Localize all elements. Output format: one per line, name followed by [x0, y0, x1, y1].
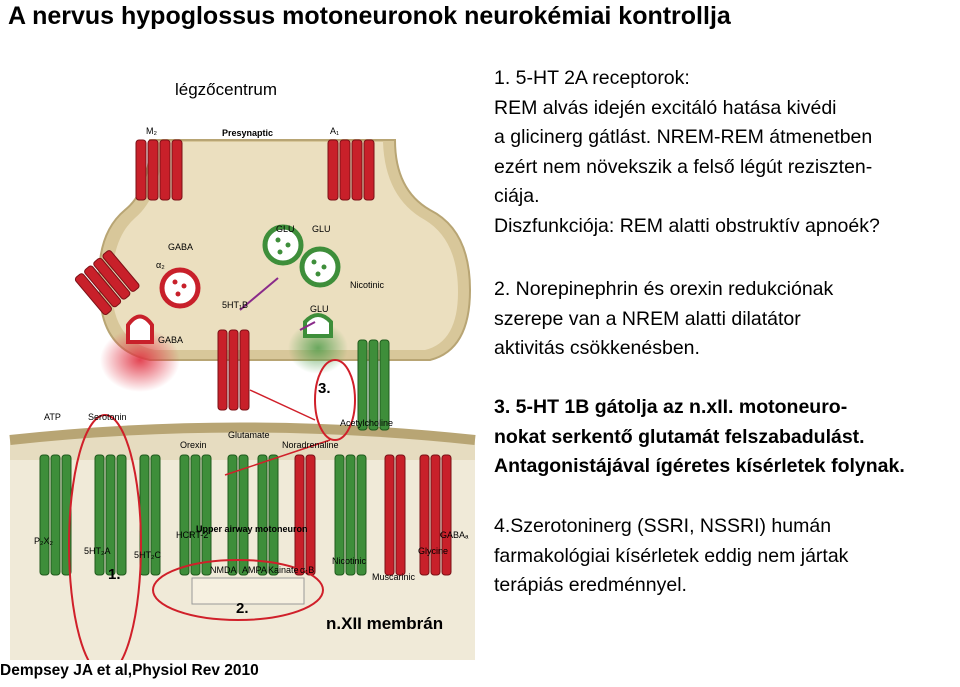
a1-receptor	[327, 139, 375, 201]
paragraph-3: 3. 5-HT 1B gátolja az n.xII. motoneuro- …	[494, 393, 905, 482]
marker-2: 2.	[236, 600, 249, 617]
p2-line-3: aktivitás csökkenésben.	[494, 337, 700, 359]
vesicle-label-glu-1: GLU	[276, 224, 295, 234]
transmitter-glutamate: Glutamate	[228, 430, 270, 440]
p4-line-1: 4.Szerotoninerg (SSRI, NSSRI) humán	[494, 515, 832, 537]
p3-line-1: 3. 5-HT 1B gátolja az n.xII. motoneuro-	[494, 396, 848, 418]
vesicle-label-glu-3: GLU	[310, 304, 329, 314]
p3-line-2: nokat serkentő glutamát felszabadulást.	[494, 425, 865, 448]
receptor-label-nicotinic-post: Nicotinic	[332, 556, 367, 566]
gaba-release-glow	[100, 328, 180, 392]
p1-line-1: 1. 5-HT 2A receptorok:	[494, 67, 690, 89]
p1-line-2: REM alvás idején excitáló hatása kivédi	[494, 96, 837, 119]
receptor-label-5ht1b: 5HT₁B	[222, 300, 249, 310]
receptor-label-muscarinic: Muscarinic	[372, 572, 416, 582]
marker-3: 3.	[318, 380, 331, 397]
alpha2-receptor	[74, 250, 140, 316]
p2-line-2: szerepe van a NREM alatti dilatátor	[494, 307, 801, 330]
top-label: légzőcentrum	[175, 80, 278, 99]
citation: Dempsey JA et al,Physiol Rev 2010	[0, 662, 259, 679]
receptor-label-glycine: Glycine	[418, 546, 449, 556]
transmitter-noradrenaline: Noradrenaline	[282, 440, 339, 450]
receptor-label-p2x2: P₂X₂	[34, 536, 53, 546]
highlight-circle-3	[314, 359, 356, 441]
receptor-label-hcrt2: HCRT-2	[176, 530, 209, 540]
membrane-label: n.XII membrán	[326, 614, 444, 633]
synapse-illustration	[9, 139, 476, 676]
p1-line-4: ezért nem növekszik a felső légút rezisz…	[494, 155, 873, 178]
receptor-label-gabaa: GABAₐ	[440, 530, 469, 540]
receptor-label-nmda: NMDA	[210, 565, 237, 575]
neuron-label-box	[191, 577, 305, 605]
receptor-label-alpha2: α₂	[156, 260, 165, 270]
presynaptic-label: Presynaptic	[222, 128, 274, 138]
receptor-label-ampa: AMPA	[242, 565, 267, 575]
vesicle-label-gaba-1: GABA	[168, 242, 194, 252]
receptor-label-5ht2c: 5HT₂C	[134, 550, 161, 560]
transmitter-acetylcholine: Acetylcholine	[340, 418, 394, 428]
p2-line-1: 2. Norepinephrin és orexin redukciónak	[494, 278, 834, 300]
p4-line-3: terápiás eredménnyel.	[494, 574, 687, 596]
gaba-vesicle-1	[159, 267, 201, 309]
postsynaptic-receptors	[39, 454, 452, 576]
receptor-label-a1: A₁	[330, 126, 340, 136]
vesicle-label-gaba-2: GABA	[158, 335, 184, 345]
transmitter-serotonin: Serotonin	[88, 412, 127, 422]
5ht1b-receptor	[217, 329, 250, 411]
p3-line-3: Antagonistájával ígéretes kísérletek fol…	[494, 455, 905, 477]
glu-vesicle-2	[299, 246, 341, 288]
p4-line-2: farmakológiai kísérletek eddig nem járta…	[494, 544, 849, 567]
gaba-vesicle-2	[126, 314, 154, 344]
neuron-label: Upper airway motoneuron	[196, 524, 308, 534]
vesicle-label-glu-2: GLU	[312, 224, 331, 234]
marker-1: 1.	[108, 566, 121, 583]
glu-vesicle-1	[262, 224, 304, 266]
paragraph-1: 1. 5-HT 2A receptorok: REM alvás idején …	[494, 64, 880, 241]
highlight-circle-2	[152, 559, 324, 621]
receptor-label-m2: M₂	[146, 126, 157, 136]
page-title: A nervus hypoglossus motoneuronok neurok…	[8, 2, 731, 30]
nicotinic-receptor-pre	[357, 339, 390, 431]
p1-line-6: Diszfunkciója: REM alatti obstruktív apn…	[494, 214, 880, 237]
receptor-label-alpha1b: α₁B	[300, 565, 315, 575]
glu-vesicle-3	[303, 313, 333, 338]
paragraph-2: 2. Norepinephrin és orexin redukciónak s…	[494, 275, 833, 364]
p1-line-5: ciája.	[494, 185, 540, 207]
receptor-label-kainate: Kainate	[268, 565, 299, 575]
transmitter-orexin: Orexin	[180, 440, 207, 450]
p1-line-3: a glicinerg gátlást. NREM-REM átmenetben	[494, 126, 873, 148]
receptor-label-nicotinic-pre: Nicotinic	[350, 280, 385, 290]
receptor-label-5ht2a: 5HT₂A	[84, 546, 111, 556]
synapse-diagram: légzőcentrum Presynaptic M₂ A₁ α₂ 5HT₁B …	[0, 60, 480, 676]
m2-receptor	[135, 139, 183, 201]
transmitter-atp: ATP	[44, 412, 61, 422]
paragraph-4: 4.Szerotoninerg (SSRI, NSSRI) humán farm…	[494, 512, 848, 601]
